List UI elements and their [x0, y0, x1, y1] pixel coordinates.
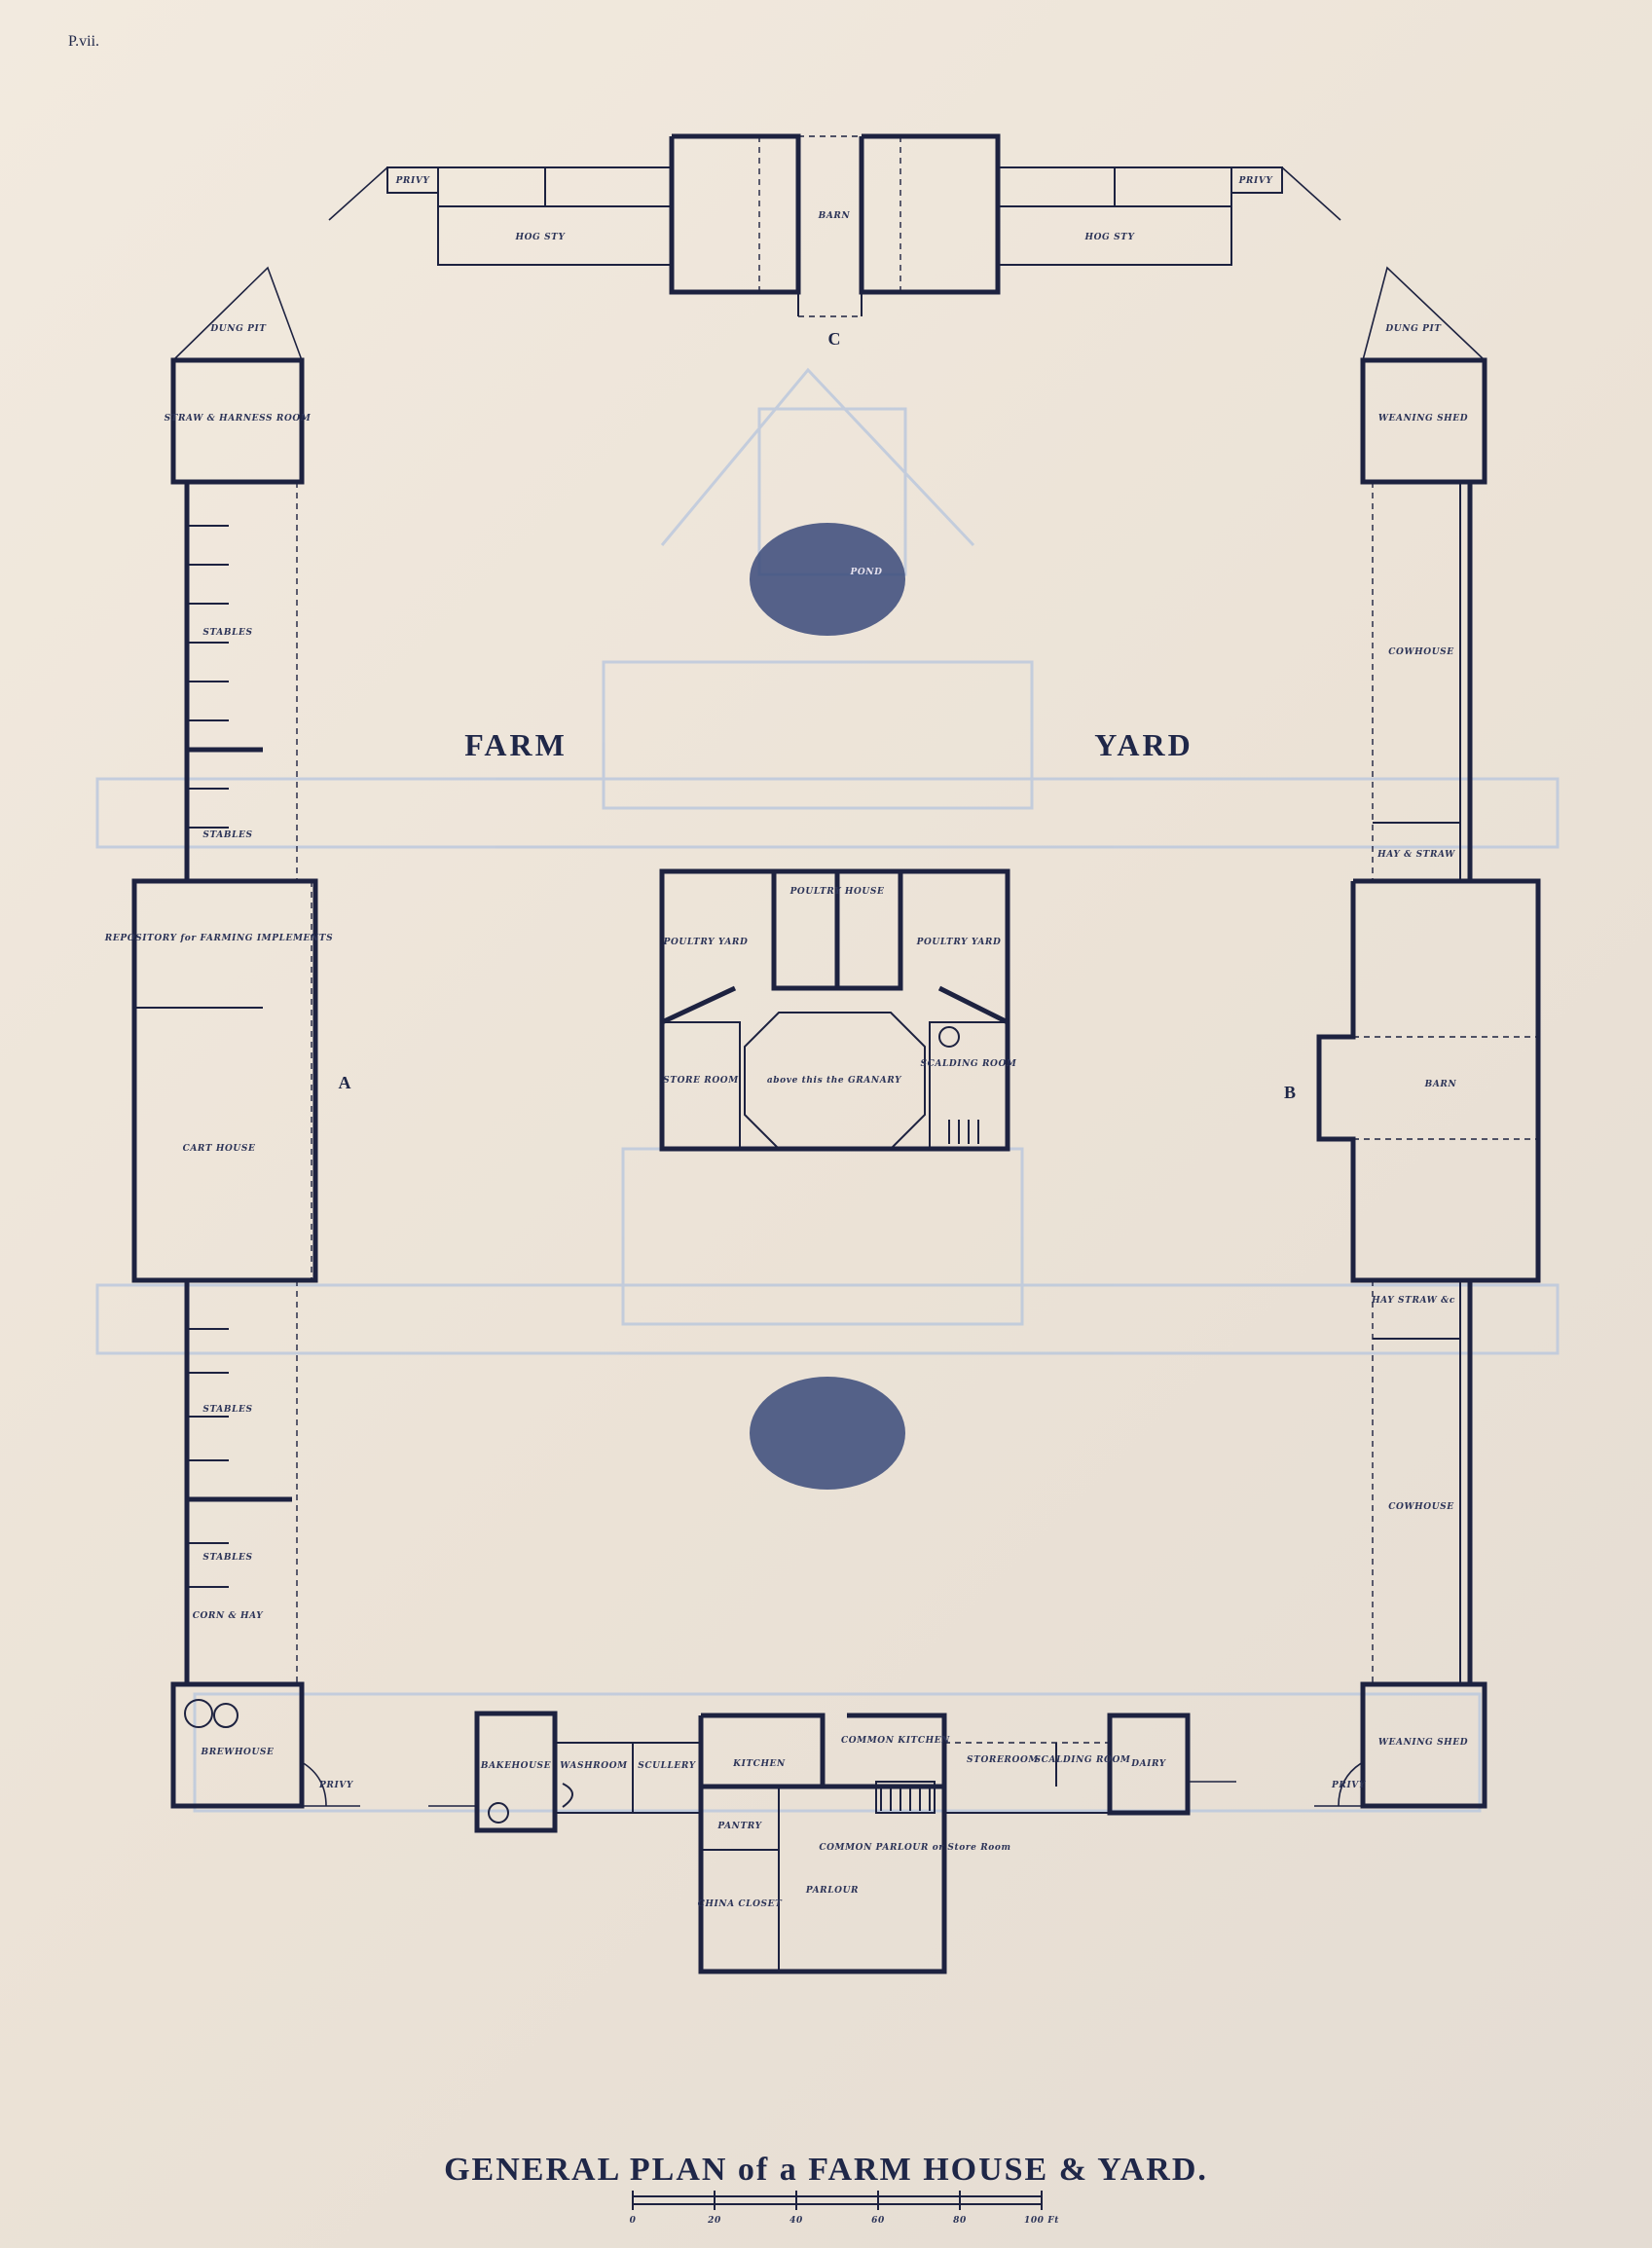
label-cowhouse-bottom: COWHOUSE	[1388, 1502, 1453, 1512]
label-store-room: STORE ROOM	[663, 1076, 739, 1086]
label-poultry-yard-left: POULTRY YARD	[663, 938, 749, 947]
label-barn-right: BARN	[1424, 1080, 1457, 1089]
label-privy-right: PRIVY	[1238, 176, 1274, 186]
scale-tick-label: 60	[871, 2216, 885, 2226]
plan-title: GENERAL PLAN of a FARM HOUSE & YARD.	[444, 2152, 1208, 2188]
label-scalding-room-house: SCALDING ROOM	[1035, 1755, 1131, 1765]
label-common-kitchen: COMMON KITCHEN	[841, 1736, 950, 1746]
section-letter-c: C	[828, 329, 841, 349]
scale-tick-label: 40	[789, 2216, 803, 2226]
label-hog-sty-right: HOG STY	[1084, 233, 1136, 242]
right-range: DUNG PIT WEANING SHED COWHOUSE HAY & STR…	[1284, 266, 1541, 1809]
stall-lines-bottom	[187, 1328, 229, 1588]
label-barn-top: BARN	[818, 211, 851, 221]
poultry-block: POULTRY YARD POULTRY HOUSE POULTRY YARD …	[659, 868, 1017, 1152]
label-repository: REPOSITORY for FARMING IMPLEMENTS	[104, 934, 333, 943]
label-hay-straw: HAY & STRAW	[1377, 850, 1455, 860]
label-poultry-yard-right: POULTRY YARD	[916, 938, 1002, 947]
staircase	[880, 1787, 931, 1811]
label-washroom: WASHROOM	[560, 1761, 628, 1771]
stair-hatch	[948, 1120, 979, 1144]
label-privy-lower-right: PRIVY	[1331, 1781, 1367, 1790]
label-dung-pit-right: DUNG PIT	[1384, 324, 1442, 334]
label-cart-house: CART HOUSE	[183, 1144, 256, 1154]
label-brewhouse: BREWHOUSE	[200, 1748, 274, 1757]
section-letter-b: B	[1284, 1083, 1296, 1102]
label-dung-pit-left: DUNG PIT	[209, 324, 267, 334]
label-parlour: PARLOUR	[805, 1886, 859, 1896]
left-range: DUNG PIT STRAW & HARNESS ROOM STABLES ST…	[104, 266, 360, 1809]
scale-tick-label: 20	[707, 2216, 721, 2226]
scale-tick-label: 0	[630, 2216, 637, 2226]
label-kitchen: KITCHEN	[732, 1759, 786, 1769]
scale-tick-label: 100 Ft	[1024, 2216, 1059, 2226]
label-pond: POND	[849, 568, 882, 577]
plate-number: P.vii.	[68, 33, 100, 50]
label-dairy: DAIRY	[1130, 1759, 1167, 1769]
pond-top	[750, 523, 905, 636]
label-pantry: PANTRY	[716, 1822, 762, 1831]
top-range: PRIVY PRIVY HOG STY HOG STY BARN C	[328, 133, 1341, 349]
label-privy-left: PRIVY	[395, 176, 431, 186]
scale-bar: 0 20 40 60 80 100 Ft	[630, 2191, 1059, 2226]
label-cowhouse-top: COWHOUSE	[1388, 647, 1453, 657]
yard-word-yard: YARD	[1094, 727, 1193, 762]
label-china-closet: CHINA CLOSET	[698, 1899, 784, 1909]
label-hog-sty-left: HOG STY	[515, 233, 567, 242]
label-straw-harness: STRAW & HARNESS ROOM	[165, 414, 312, 424]
label-weaning-shed-top: WEANING SHED	[1378, 414, 1468, 424]
label-hay-straw-ac: HAY STRAW &c	[1371, 1296, 1455, 1306]
label-scullery: SCULLERY	[638, 1761, 696, 1771]
label-corn-hay: CORN & HAY	[193, 1611, 265, 1621]
label-stables-4: STABLES	[202, 1553, 252, 1563]
yard-word-farm: FARM	[464, 727, 568, 762]
pond-bottom	[750, 1377, 905, 1490]
ghost-elevation	[95, 367, 1560, 1813]
label-poultry-house: POULTRY HOUSE	[789, 887, 885, 897]
label-common-parlour: COMMON PARLOUR or Store Room	[819, 1843, 1010, 1853]
label-weaning-shed-bottom: WEANING SHED	[1378, 1738, 1468, 1748]
label-scalding-room: SCALDING ROOM	[921, 1059, 1017, 1069]
stall-lines-top	[187, 525, 229, 829]
label-bakehouse: BAKEHOUSE	[480, 1761, 551, 1771]
label-stables-3: STABLES	[202, 1405, 252, 1415]
label-storeroom: STOREROOM	[967, 1755, 1039, 1765]
house-range: BAKEHOUSE WASHROOM SCULLERY KITCHEN COMM…	[428, 1711, 1236, 1974]
section-letter-a: A	[339, 1073, 351, 1092]
label-stables-1: STABLES	[202, 628, 252, 638]
label-granary: above this the GRANARY	[767, 1076, 902, 1086]
scale-tick-label: 80	[953, 2216, 967, 2226]
label-stables-2: STABLES	[202, 830, 252, 840]
label-privy-lower-left: PRIVY	[318, 1781, 354, 1790]
ponds: POND	[750, 523, 905, 1490]
